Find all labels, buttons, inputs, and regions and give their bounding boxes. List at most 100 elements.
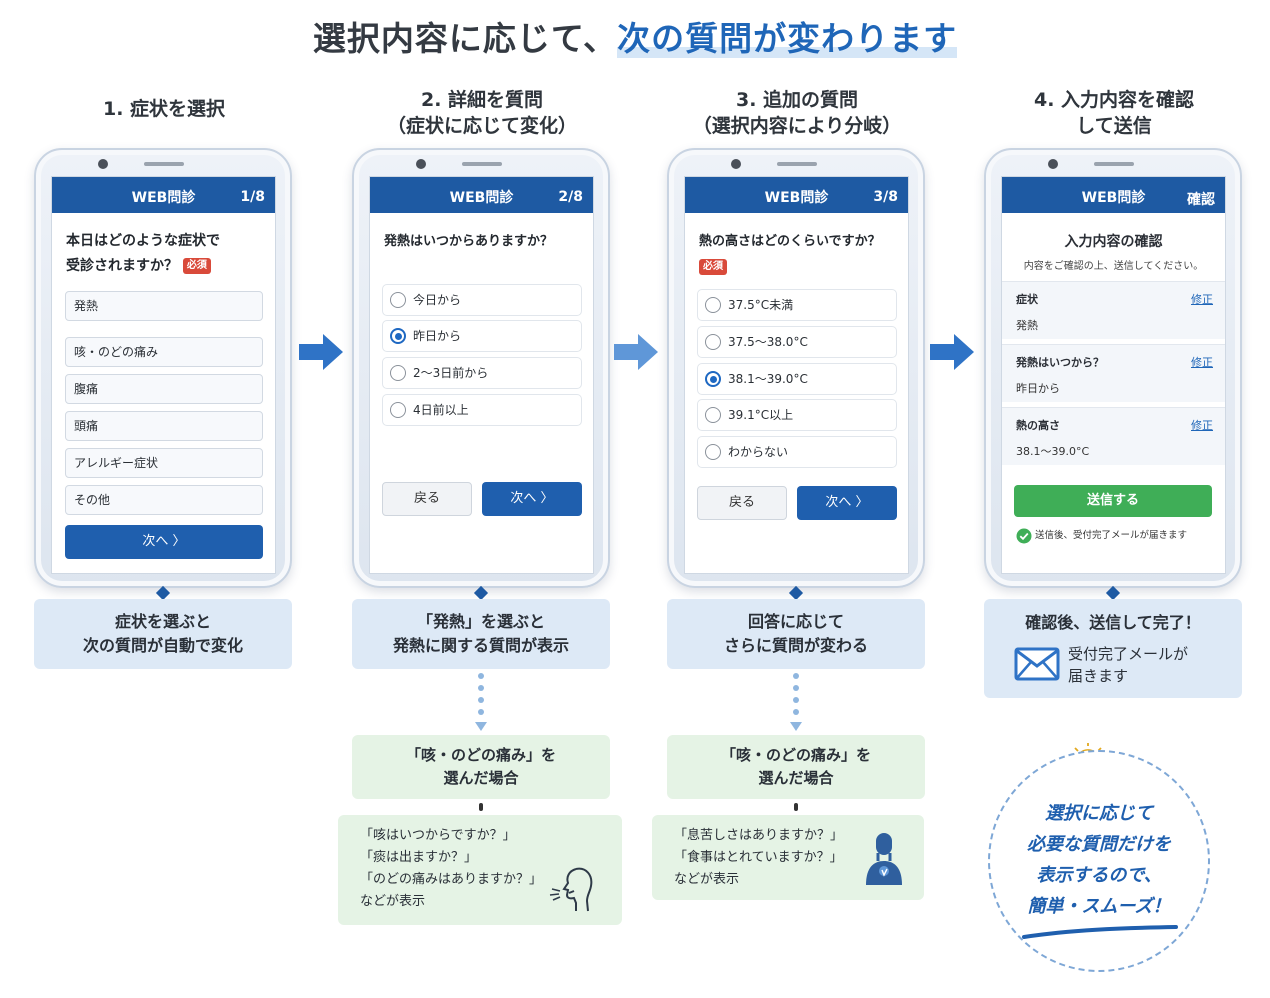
question-line-2: 受診されますか？ [66, 258, 178, 274]
example-question: 「食事はとれていますか？」 [674, 850, 843, 865]
submit-notice: 送信後、受付完了メールが届きます [1016, 527, 1187, 544]
radio-icon [705, 297, 721, 313]
edit-link[interactable]: 修正 [1191, 419, 1213, 432]
connector-dot [473, 585, 489, 601]
radio-option-below-37-5[interactable]: 37.5°C未満 [697, 289, 897, 321]
step-3-heading: 3. 追加の質問 （選択内容により分岐） [667, 87, 927, 139]
camera [98, 159, 108, 169]
edit-link[interactable]: 修正 [1191, 293, 1213, 306]
radio-option-38-1-39-0[interactable]: 38.1〜39.0°C [697, 363, 897, 395]
back-button[interactable]: 戻る [697, 486, 787, 520]
option-other[interactable]: その他 [65, 485, 263, 515]
patient-icon [866, 833, 902, 885]
info-box-step-3: 回答に応じてさらに質問が変わる [667, 599, 925, 669]
option-stomachache[interactable]: 腹痛 [65, 374, 263, 404]
required-badge: 必須 [182, 258, 211, 274]
radio-icon [705, 407, 721, 423]
summary-line-2: 必要な質問だけを [1027, 834, 1171, 855]
required-badge: 必須 [699, 258, 727, 275]
branch-case-line-1: 「咳・のどの痛み」を [720, 746, 871, 764]
radio-icon [705, 334, 721, 350]
option-allergy[interactable]: アレルギー症状 [65, 448, 263, 478]
radio-option-above-39-1[interactable]: 39.1°C以上 [697, 399, 897, 431]
radio-icon [390, 365, 406, 381]
edit-link[interactable]: 修正 [1191, 356, 1213, 369]
radio-label: 37.5〜38.0°C [728, 335, 808, 349]
info-box-step-4: 確認後、送信して完了！ 受付完了メールが届きます [984, 599, 1242, 698]
info-box-step-2: 「発熱」を選ぶと発熱に関する質問が表示 [352, 599, 610, 669]
radio-option-unknown[interactable]: わからない [697, 436, 897, 468]
info-line-2: 発熱に関する質問が表示 [392, 636, 569, 655]
branch-examples-box-2: 「息苦しさはありますか？」 「食事はとれていますか？」 などが表示 [652, 815, 924, 900]
radio-label: 今日から [413, 293, 462, 307]
step-4-subtitle: して送信 [1076, 115, 1152, 137]
info-box-step-1: 症状を選ぶと次の質問が自動で変化 [34, 599, 292, 669]
app-name: WEB問診 [131, 190, 196, 206]
connector-arrowhead [475, 722, 487, 731]
info-line-2: さらに質問が変わる [723, 636, 868, 655]
section-label: 発熱はいつから？ [1016, 356, 1104, 369]
radio-label: 38.1〜39.0°C [728, 372, 808, 386]
small-connector [794, 803, 798, 811]
radio-option-4-days[interactable]: 4日前以上 [382, 394, 582, 426]
summary-text: 選択に応じて 必要な質問だけを 表示するので、 簡単・スムーズ！ [990, 798, 1208, 922]
progress-indicator: 1/8 [240, 189, 265, 205]
next-button[interactable]: 次へ 〉 [482, 482, 582, 516]
phone-step-4: WEB問診確認 入力内容の確認 内容をご確認の上、送信してください。 症状修正発… [984, 148, 1242, 588]
brush-underline [1022, 925, 1178, 939]
section-label: 症状 [1016, 293, 1038, 306]
small-connector [479, 803, 483, 811]
option-cough[interactable]: 咳・のどの痛み [65, 337, 263, 367]
summary-line-3: 表示するので、 [1036, 865, 1162, 886]
speaker [777, 162, 817, 166]
title-highlight: 次の質問が変わります [617, 19, 958, 58]
radio-label: 昨日から [413, 329, 462, 343]
option-fever[interactable]: 発熱 [65, 291, 263, 321]
option-headache[interactable]: 頭痛 [65, 411, 263, 441]
confirm-subheading: 内容をご確認の上、送信してください。 [1023, 261, 1204, 272]
radio-option-yesterday[interactable]: 昨日から [382, 320, 582, 352]
progress-indicator: 確認 [1187, 192, 1215, 208]
checkmark-icon [1016, 528, 1032, 543]
info-line-1: 「発熱」を選ぶと [416, 612, 545, 631]
submit-button[interactable]: 送信する [1014, 485, 1212, 517]
info-line-1: 症状を選ぶと [114, 612, 211, 631]
step-3-subtitle: （選択内容により分岐） [692, 115, 902, 137]
branch-case-line-2: 選んだ場合 [758, 769, 834, 787]
step-3-title: 3. 追加の質問 [735, 89, 859, 111]
dotted-connector [478, 673, 484, 721]
next-button[interactable]: 次へ 〉 [797, 486, 897, 520]
connector-dot [788, 585, 804, 601]
summary-line-4: 簡単・スムーズ！ [1027, 896, 1171, 917]
radio-label: 2〜3日前から [413, 366, 489, 380]
title-text: 選択内容に応じて、 [312, 19, 618, 58]
example-question: 「咳はいつからですか？」 [360, 828, 516, 843]
radio-option-today[interactable]: 今日から [382, 284, 582, 316]
mail-notice: 受付完了メールが届きます [1068, 643, 1188, 687]
next-button[interactable]: 次へ 〉 [65, 525, 263, 559]
question-text: 発熱はいつからありますか？ [384, 234, 554, 249]
back-button[interactable]: 戻る [382, 482, 472, 516]
radio-option-37-5-38-0[interactable]: 37.5〜38.0°C [697, 326, 897, 358]
confirm-section-symptom: 症状修正発熱 [1002, 281, 1225, 339]
connector-arrowhead [790, 722, 802, 731]
arrow-right-icon [614, 334, 658, 370]
progress-indicator: 3/8 [873, 189, 898, 205]
radio-label: わからない [728, 445, 789, 459]
radio-icon [390, 402, 406, 418]
branch-case-box-1: 「咳・のどの痛み」を選んだ場合 [352, 735, 610, 799]
arrow-right-icon [930, 334, 974, 370]
app-header: WEB問診 1/8 [52, 177, 275, 213]
step-4-title: 4. 入力内容を確認 [1033, 89, 1195, 111]
radio-option-2-3-days[interactable]: 2〜3日前から [382, 357, 582, 389]
radio-icon [390, 292, 406, 308]
info-line-2: 次の質問が自動で変化 [82, 636, 243, 655]
app-name: WEB問診 [449, 190, 514, 206]
info-line-2: 受付完了メールが [1068, 645, 1189, 663]
section-label: 熱の高さ [1016, 419, 1060, 432]
